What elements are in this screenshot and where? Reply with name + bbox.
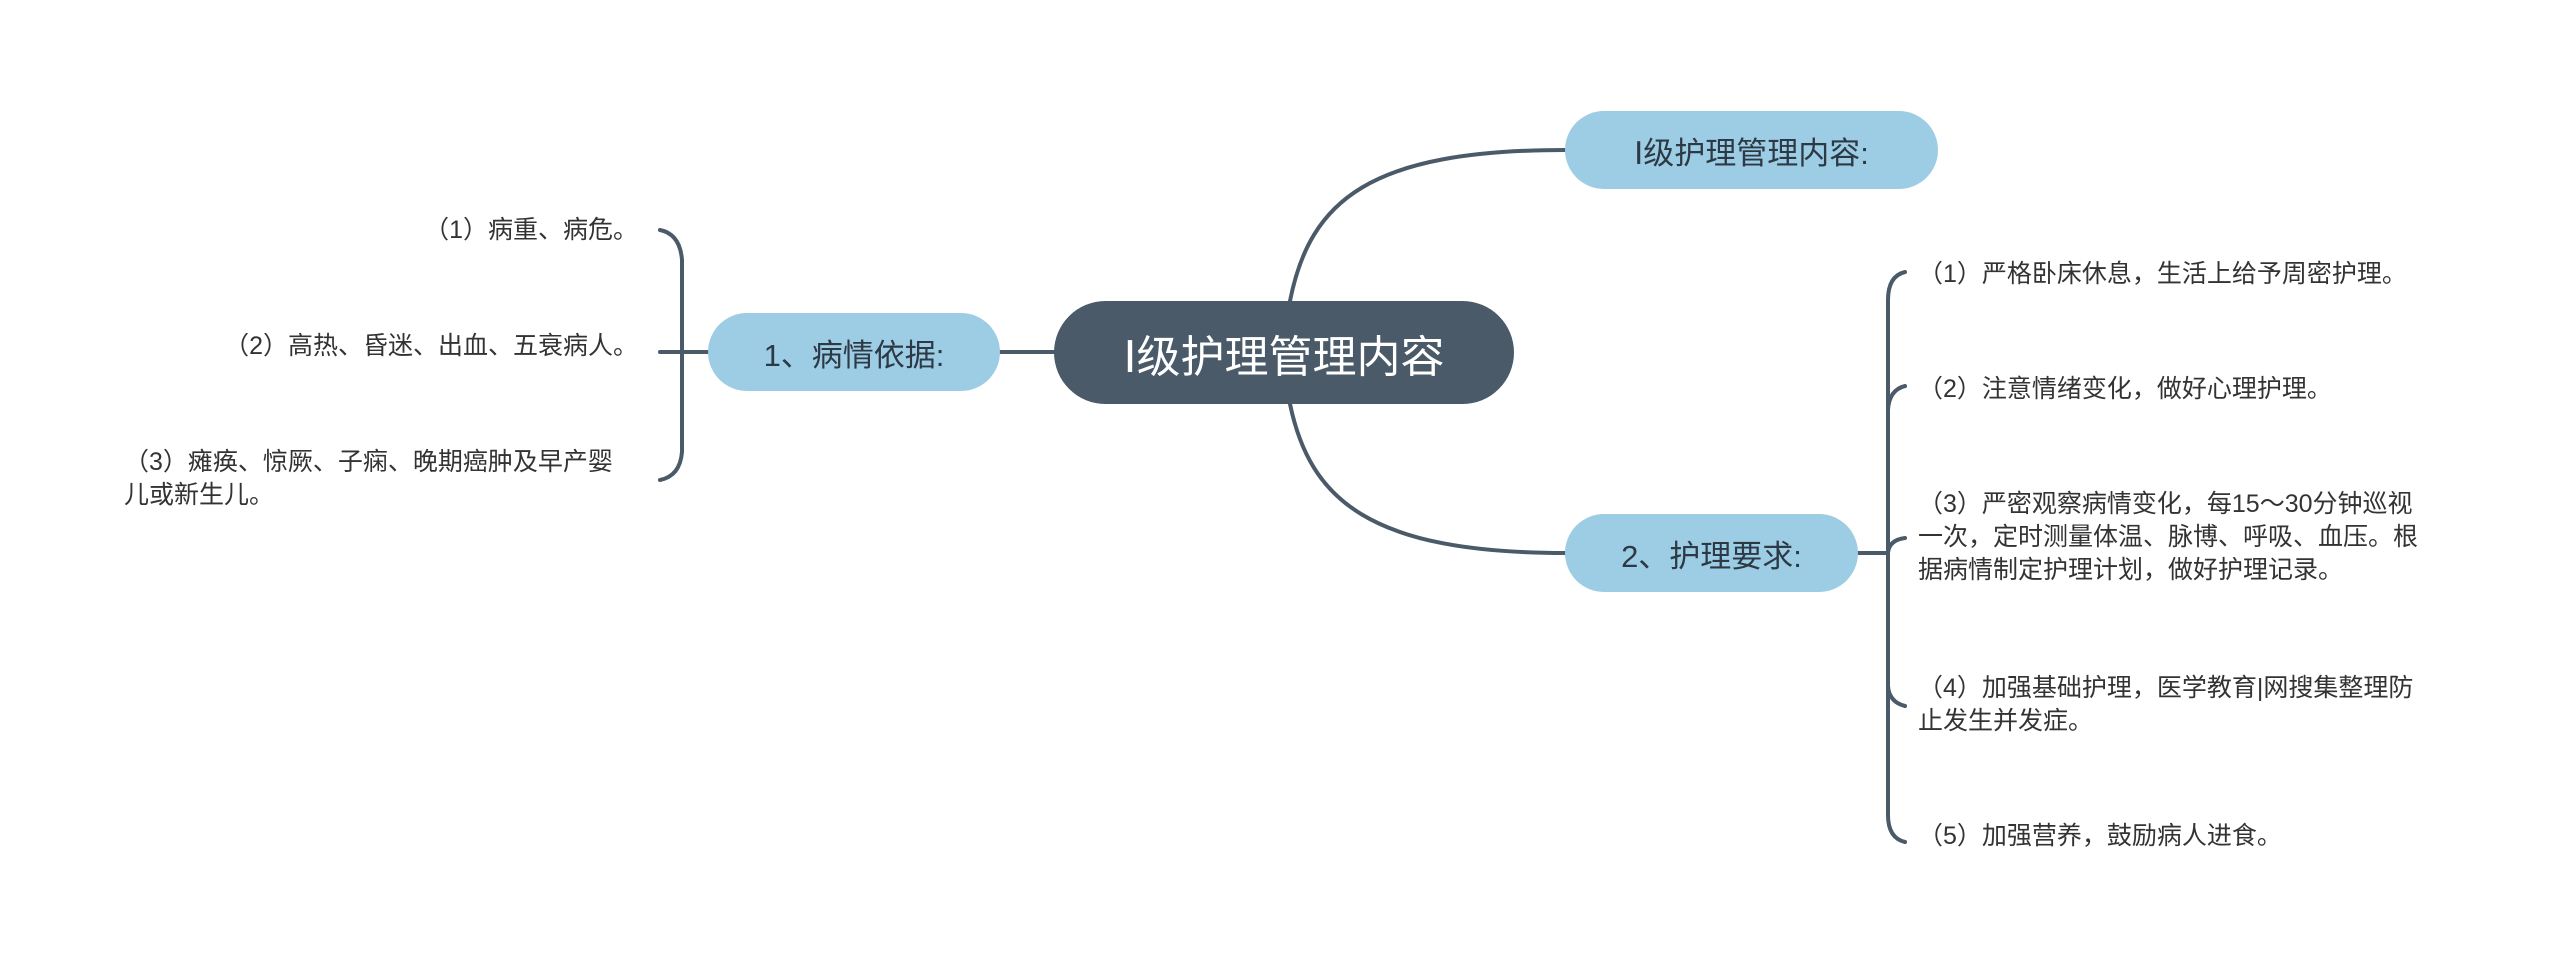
leaf-line: 一次，定时测量体温、脉博、呼吸、血压。根 <box>1918 523 2419 551</box>
leaf-line: （4）加强基础护理，医学教育|网搜集整理防 <box>1918 674 2414 702</box>
branch-label: 2、护理要求: <box>1621 538 1802 574</box>
leaf-requirement-2[interactable]: （2）注意情绪变化，做好心理护理。 <box>1918 373 2332 406</box>
branch-label: Ⅰ级护理管理内容: <box>1634 135 1869 171</box>
connector-root-top-branch <box>1288 148 1567 303</box>
leaf-condition-3[interactable]: （3）瘫痪、惊厥、子痫、晚期癌肿及早产婴 儿或新生儿。 <box>124 446 613 512</box>
leaf-line: 据病情制定护理计划，做好护理记录。 <box>1918 556 2344 584</box>
leaf-line: （2）高热、昏迷、出血、五衰病人。 <box>224 332 638 360</box>
leaf-line: （1）严格卧床休息，生活上给予周密护理。 <box>1918 260 2407 288</box>
leaf-line: 止发生并发症。 <box>1918 707 2094 735</box>
leaf-requirement-5[interactable]: （5）加强营养，鼓励病人进食。 <box>1918 820 2282 853</box>
connector-right-item3 <box>1886 536 1907 555</box>
root-topic-label: Ⅰ级护理管理内容 <box>1123 332 1445 382</box>
branch-condition-basis[interactable]: 1、病情依据: <box>708 313 1000 391</box>
leaf-requirement-4[interactable]: （4）加强基础护理，医学教育|网搜集整理防 止发生并发症。 <box>1918 672 2413 738</box>
connector-right-item4 <box>1886 684 1907 708</box>
leaf-condition-2[interactable]: （2）高热、昏迷、出血、五衰病人。 <box>224 330 638 363</box>
branch-label: 1、病情依据: <box>763 337 945 373</box>
branch-nursing-requirements[interactable]: 2、护理要求: <box>1565 514 1858 592</box>
connector-right-bracket <box>1886 270 1907 844</box>
connector-left-bracket <box>658 228 684 482</box>
root-topic[interactable]: Ⅰ级护理管理内容 <box>1054 301 1514 404</box>
leaf-line: 儿或新生儿。 <box>124 481 275 509</box>
leaf-line: （2）注意情绪变化，做好心理护理。 <box>1918 375 2332 403</box>
leaf-line: （3）严密观察病情变化，每15～30分钟巡视 <box>1918 490 2413 518</box>
leaf-requirement-3[interactable]: （3）严密观察病情变化，每15～30分钟巡视 一次，定时测量体温、脉博、呼吸、血… <box>1918 488 2418 587</box>
connector-root-right-branch <box>1288 402 1567 555</box>
leaf-line: （3）瘫痪、惊厥、子痫、晚期癌肿及早产婴 <box>124 448 613 476</box>
leaf-condition-1[interactable]: （1）病重、病危。 <box>424 214 638 247</box>
leaf-requirement-1[interactable]: （1）严格卧床休息，生活上给予周密护理。 <box>1918 258 2407 291</box>
branch-nursing-management-content[interactable]: Ⅰ级护理管理内容: <box>1565 111 1938 189</box>
connector-right-item2 <box>1886 384 1907 412</box>
leaf-line: （5）加强营养，鼓励病人进食。 <box>1918 822 2282 850</box>
leaf-line: （1）病重、病危。 <box>424 216 638 244</box>
